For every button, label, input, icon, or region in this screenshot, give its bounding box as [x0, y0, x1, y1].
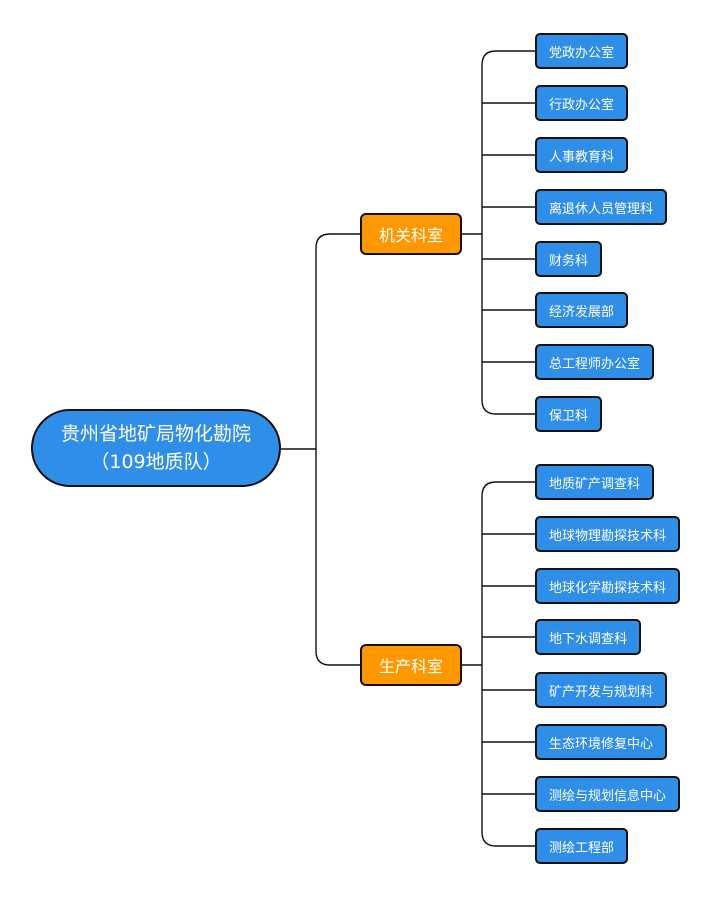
- leaf-node[interactable]: 人事教育科: [535, 137, 629, 173]
- leaf-node[interactable]: 地下水调查科: [535, 619, 642, 655]
- leaf-node[interactable]: 测绘与规划信息中心: [535, 776, 681, 812]
- leaf-node[interactable]: 地质矿产调查科: [535, 464, 655, 500]
- root-subtitle: （109地质队）: [90, 451, 222, 473]
- leaf-node[interactable]: 总工程师办公室: [535, 344, 655, 380]
- leaf-node[interactable]: 保卫科: [535, 396, 603, 432]
- leaf-node[interactable]: 测绘工程部: [535, 828, 629, 864]
- leaf-node[interactable]: 离退休人员管理科: [535, 189, 668, 225]
- connector-branch1-spine: [481, 50, 535, 415]
- leaf-node[interactable]: 矿产开发与规划科: [535, 672, 668, 708]
- leaf-node[interactable]: 地球物理勘探技术科: [535, 516, 681, 552]
- root-title: 贵州省地矿局物化勘院: [60, 423, 251, 445]
- connector-branch2-spine: [481, 481, 535, 847]
- leaf-node[interactable]: 财务科: [535, 241, 603, 277]
- branch-node-production[interactable]: 生产科室: [360, 644, 462, 686]
- leaf-node[interactable]: 生态环境修复中心: [535, 724, 668, 760]
- leaf-node[interactable]: 经济发展部: [535, 292, 629, 328]
- root-node[interactable]: 贵州省地矿局物化勘院 （109地质队）: [31, 409, 281, 487]
- connector-trunk: [315, 233, 360, 666]
- leaf-node[interactable]: 行政办公室: [535, 85, 629, 121]
- leaf-node[interactable]: 地球化学勘探技术科: [535, 568, 681, 604]
- branch-node-office[interactable]: 机关科室: [360, 213, 462, 255]
- leaf-node[interactable]: 党政办公室: [535, 33, 629, 69]
